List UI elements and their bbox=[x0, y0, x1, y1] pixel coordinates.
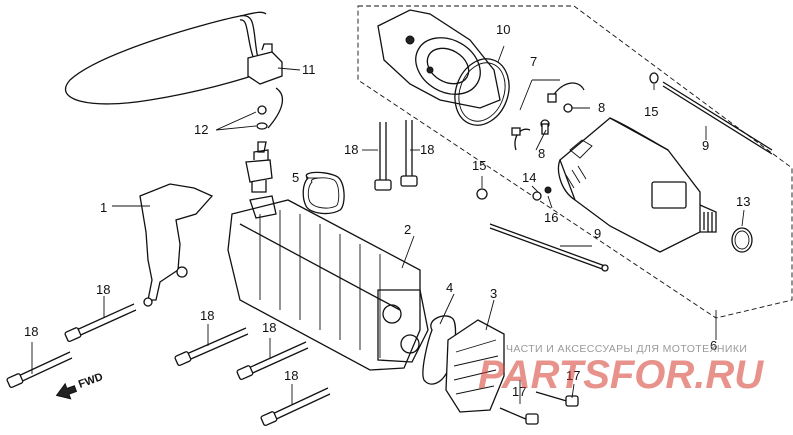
callout-18-vertical-a: 18 bbox=[344, 142, 358, 157]
callout-18-a: 18 bbox=[96, 282, 110, 297]
wire-harness bbox=[64, 11, 267, 105]
callout-8-top: 8 bbox=[598, 100, 605, 115]
callout-7: 7 bbox=[530, 54, 537, 69]
bolt-18-vertical-b bbox=[400, 120, 418, 187]
fwd-direction-marker: FWD bbox=[55, 371, 105, 400]
washer-15 bbox=[476, 72, 659, 200]
callout-17-right: 17 bbox=[566, 368, 580, 383]
bolt-18-vertical-a bbox=[374, 122, 392, 191]
callout-2: 2 bbox=[404, 222, 411, 237]
starter-assembly-outline bbox=[357, 5, 793, 319]
callout-13: 13 bbox=[736, 194, 750, 209]
watermark: ЧАСТИ И АКСЕССУАРЫ ДЛЯ МОТОТЕХНИКИ PARTS… bbox=[478, 343, 764, 397]
callout-1: 1 bbox=[100, 200, 107, 215]
nut-14 bbox=[532, 191, 542, 201]
callout-4: 4 bbox=[446, 280, 453, 295]
starter-end-cover bbox=[377, 9, 501, 109]
guard-bracket-1 bbox=[139, 183, 214, 307]
callout-18-c: 18 bbox=[200, 308, 214, 323]
callout-11: 11 bbox=[302, 62, 316, 77]
callout-9-top: 9 bbox=[702, 138, 709, 153]
o-ring-cover bbox=[454, 58, 510, 126]
leader-lines bbox=[31, 45, 745, 404]
callout-18-e: 18 bbox=[284, 368, 298, 383]
brush-holder bbox=[511, 82, 585, 151]
callout-8-lower: 8 bbox=[538, 146, 545, 161]
callout-6: 6 bbox=[710, 338, 717, 353]
callout-16: 16 bbox=[544, 210, 558, 225]
starter-motor bbox=[557, 117, 717, 253]
switch-parts-12 bbox=[256, 87, 284, 153]
bolt-18-e bbox=[260, 387, 331, 427]
finned-housing bbox=[227, 195, 429, 371]
bolt-18-b bbox=[6, 351, 73, 389]
callout-15-left: 15 bbox=[472, 158, 486, 173]
callout-18-b: 18 bbox=[24, 324, 38, 339]
bolt-17-a bbox=[499, 407, 539, 425]
watermark-caption: ЧАСТИ И АКСЕССУАРЫ ДЛЯ МОТОТЕХНИКИ bbox=[506, 343, 747, 355]
screw-16 bbox=[544, 186, 552, 194]
connector-11 bbox=[247, 43, 283, 85]
callout-10: 10 bbox=[496, 22, 510, 37]
o-ring-13 bbox=[731, 227, 753, 253]
bolt-17-b bbox=[535, 391, 579, 407]
side-cover-3 bbox=[445, 319, 505, 413]
gasket-5 bbox=[302, 171, 345, 215]
bolt-18-a bbox=[64, 303, 137, 343]
through-bolt bbox=[489, 81, 773, 272]
callout-12: 12 bbox=[194, 122, 208, 137]
bolt-18-d bbox=[236, 341, 309, 381]
callout-18-d: 18 bbox=[262, 320, 276, 335]
callout-3: 3 bbox=[490, 286, 497, 301]
callout-17-left: 17 bbox=[512, 384, 526, 399]
callout-18-vertical-b: 18 bbox=[420, 142, 434, 157]
callout-9-lower: 9 bbox=[594, 226, 601, 241]
screw-8 bbox=[540, 103, 573, 135]
fwd-label: FWD bbox=[77, 371, 105, 391]
callout-14: 14 bbox=[522, 170, 536, 185]
bolt-18-c bbox=[174, 327, 249, 367]
callout-5: 5 bbox=[292, 170, 299, 185]
callout-labels: 1 2 3 4 5 6 7 8 8 9 9 10 11 12 13 14 15 … bbox=[24, 22, 750, 399]
sensor-switch bbox=[245, 149, 273, 193]
watermark-brand: PARTSFOR.RU bbox=[478, 353, 764, 397]
callout-15-right: 15 bbox=[644, 104, 658, 119]
